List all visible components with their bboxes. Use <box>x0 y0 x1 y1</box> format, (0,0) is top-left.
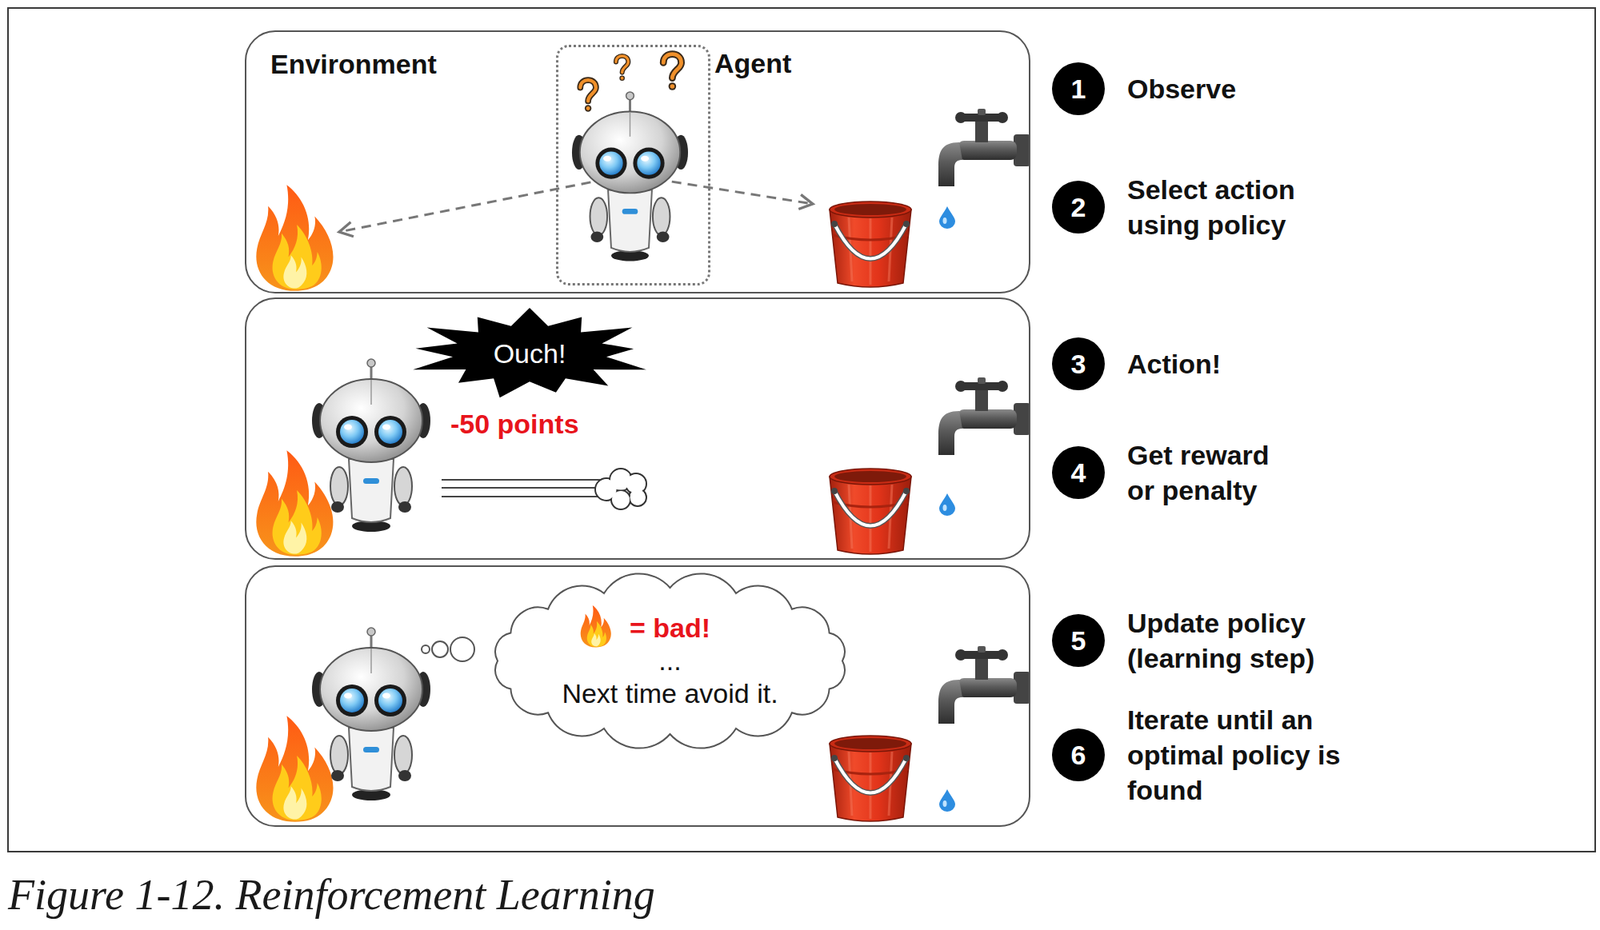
thought-bubbles <box>421 637 475 662</box>
water-drop <box>939 206 956 229</box>
step-number: 1 <box>1071 75 1087 103</box>
figure-caption: Figure 1-12. Reinforcement Learning <box>8 870 656 920</box>
step-item: 1 Observe <box>1052 62 1336 116</box>
robot-icon <box>312 359 431 532</box>
cloud-outline <box>495 573 845 748</box>
fire-icon <box>256 184 333 291</box>
thought-cloud: = bad!...Next time avoid it. <box>481 572 859 751</box>
dashed-arrow <box>339 179 813 232</box>
step-number: 5 <box>1071 627 1087 655</box>
step-label: Update policy (learning step) <box>1127 605 1368 676</box>
robot-icon <box>312 628 431 801</box>
thought-bubbles <box>450 637 475 662</box>
step-circle: 2 <box>1052 180 1105 234</box>
agent-box: Agent <box>556 44 711 286</box>
step-circle: 4 <box>1052 446 1105 500</box>
robot-icon <box>572 92 688 262</box>
step-circle: 6 <box>1052 728 1105 782</box>
panel-heading: Environment <box>270 48 437 81</box>
dust-puff <box>595 468 647 510</box>
speed-lines <box>441 480 618 497</box>
step-item: 2 Select action using policy <box>1052 172 1336 243</box>
faucet-icon <box>938 646 1031 724</box>
scene-panel: = bad!...Next time avoid it. <box>244 565 1031 828</box>
dust-puff <box>630 490 646 506</box>
step-circle: 1 <box>1052 62 1105 116</box>
thought-bubbles <box>432 641 448 658</box>
exclamation-text: Ouch! <box>493 337 567 371</box>
water-drop <box>939 789 956 812</box>
step-item: 5 Update policy (learning step) <box>1052 605 1368 676</box>
thought-text: Next time avoid it. <box>561 677 778 711</box>
dust-puff <box>612 492 630 509</box>
fire-icon <box>580 605 612 648</box>
question-marks <box>663 54 681 91</box>
scene-panel: -50 points Ouch! <box>244 297 1031 560</box>
step-label: Get reward or penalty <box>1127 437 1296 508</box>
step-label: Observe <box>1127 71 1336 107</box>
step-circle: 3 <box>1052 337 1105 391</box>
step-number: 3 <box>1071 350 1087 378</box>
caption-holder: Figure 1-12. Reinforcement Learning <box>8 870 656 920</box>
faucet-icon <box>938 377 1031 456</box>
step-number: 2 <box>1071 193 1087 221</box>
bucket-icon <box>829 736 912 822</box>
emphasis-text: -50 points <box>450 408 580 441</box>
dashed-arrow <box>656 179 813 204</box>
question-marks <box>616 56 628 81</box>
dashed-arrow <box>339 179 607 232</box>
starburst-callout: Ouch! <box>404 308 655 400</box>
agent-heading: Agent <box>714 47 792 80</box>
step-circle: 5 <box>1052 614 1105 668</box>
step-number: 4 <box>1071 459 1087 487</box>
speed-lines <box>441 480 618 497</box>
step-label: Select action using policy <box>1127 172 1336 243</box>
water-drop <box>939 493 956 516</box>
thought-text: ... <box>658 644 681 678</box>
step-label: Iterate until an optimal policy is found <box>1127 702 1368 809</box>
step-number: 6 <box>1071 741 1087 769</box>
emphasis-text: = bad! <box>629 612 711 645</box>
step-item: 4 Get reward or penalty <box>1052 437 1296 508</box>
step-item: 3 Action! <box>1052 337 1336 391</box>
question-marks <box>580 54 681 112</box>
bucket-icon <box>829 468 912 555</box>
fire-icon <box>256 716 333 823</box>
figure-frame <box>8 8 1596 852</box>
step-label: Action! <box>1127 346 1336 382</box>
thought-bubbles <box>421 645 430 654</box>
starburst-outline <box>412 308 647 398</box>
scene-panel: Environment Agent <box>244 30 1031 294</box>
question-marks <box>580 80 596 112</box>
fire-icon <box>256 450 333 557</box>
faucet-icon <box>938 108 1031 187</box>
step-item: 6 Iterate until an optimal policy is foun… <box>1052 702 1368 809</box>
bucket-icon <box>829 201 912 288</box>
